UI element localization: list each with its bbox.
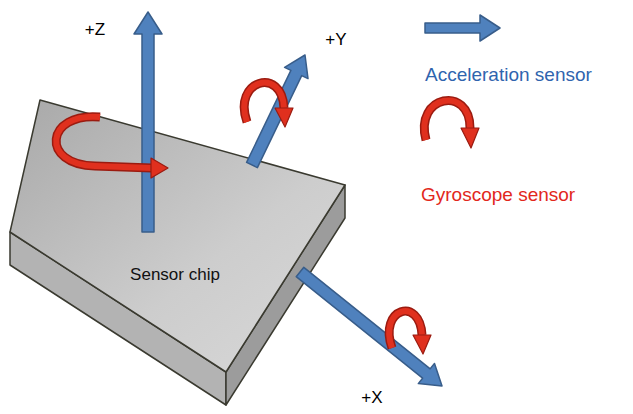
axis-label: +Z [85,20,105,40]
x-rotation-head [413,335,431,354]
axis-label-holder: +Z [85,20,105,40]
z-axis-arrow [134,12,162,232]
axis-label: +Y [325,30,346,50]
axis-label: +X [361,388,382,408]
legend-gyro-head [461,128,479,148]
z-rotation-head [151,158,168,178]
legend-gyro-arc [424,100,470,140]
legend-text: Gyroscope sensor [421,184,575,206]
legend-gyro-arc-outline [424,100,470,140]
y-axis-arrow [247,55,308,168]
axis-label-holder: +X [361,388,382,408]
chip-top-face [10,100,345,372]
chip-label: Sensor chip [130,265,220,285]
legend-text: Acceleration sensor [425,64,592,86]
z-rotation-arc-outline [56,117,152,168]
y-rotation-arc-outline [244,83,284,122]
y-rotation-arc [244,83,284,122]
legend-item: Acceleration sensor [425,64,592,86]
chip-label-holder: Sensor chip [130,265,220,285]
axis-label-holder: +Y [325,30,346,50]
x-axis-arrow [296,267,442,386]
legend-acceleration-arrow [425,15,500,41]
z-rotation-arc [56,117,152,168]
legend-item: Gyroscope sensor [421,184,575,206]
y-rotation-head [275,108,293,127]
